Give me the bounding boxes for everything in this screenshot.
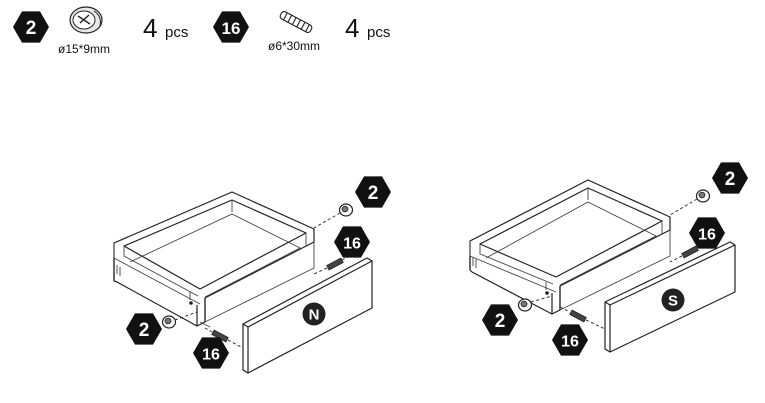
part-dimension-2: ø15*9mm <box>58 42 110 56</box>
callout-badge-2: 2 <box>482 304 518 336</box>
cam-lock-part <box>517 298 533 312</box>
callout-badge-16: 16 <box>689 217 725 249</box>
wooden-dowel-icon <box>279 10 313 34</box>
cam-lock-icon <box>69 6 103 34</box>
callout-badge-2: 2 <box>126 313 162 345</box>
svg-text:2: 2 <box>368 183 379 204</box>
drawer-assembly-right: S 2 16 2 <box>469 162 748 356</box>
cam-lock-part <box>695 189 711 203</box>
cam-lock-part <box>161 315 177 329</box>
part-quantity-16: 4 <box>345 13 359 43</box>
svg-text:16: 16 <box>343 236 361 253</box>
svg-text:2: 2 <box>26 18 37 39</box>
svg-text:2: 2 <box>495 311 506 332</box>
part-unit-2: pcs <box>165 24 188 41</box>
dowel-part <box>326 257 344 271</box>
svg-text:2: 2 <box>139 320 150 341</box>
dowel-part <box>569 309 587 323</box>
svg-text:16: 16 <box>698 227 716 244</box>
drawer-frame <box>469 179 671 315</box>
svg-text:2: 2 <box>725 169 736 190</box>
svg-text:16: 16 <box>202 347 220 364</box>
panel-label-n: N <box>302 302 326 326</box>
front-panel: N <box>242 257 373 374</box>
part-quantity-2: 4 <box>143 13 157 43</box>
cam-lock-part <box>338 203 354 217</box>
callout-badge-16: 16 <box>193 337 229 369</box>
part-badge-2: 2 <box>13 11 49 43</box>
drawer-assembly-left: N 2 16 2 <box>113 176 391 374</box>
part-dimension-16: ø6*30mm <box>268 39 320 53</box>
parts-list: 2 ø15*9mm 4 pcs 16 ø6*30mm 4 pcs <box>13 6 390 56</box>
svg-text:16: 16 <box>561 334 579 351</box>
callout-badge-2: 2 <box>712 162 748 194</box>
svg-text:S: S <box>668 293 678 310</box>
part-badge-16: 16 <box>213 11 249 43</box>
front-panel: S <box>604 241 736 353</box>
svg-text:N: N <box>309 307 320 324</box>
drawer-frame <box>113 191 315 328</box>
dowel-part <box>681 245 699 259</box>
callout-badge-16: 16 <box>552 324 588 356</box>
callout-badge-2: 2 <box>355 176 391 208</box>
svg-text:16: 16 <box>222 19 241 38</box>
part-unit-16: pcs <box>367 24 390 41</box>
panel-label-s: S <box>661 288 685 312</box>
callout-badge-16: 16 <box>334 226 370 258</box>
